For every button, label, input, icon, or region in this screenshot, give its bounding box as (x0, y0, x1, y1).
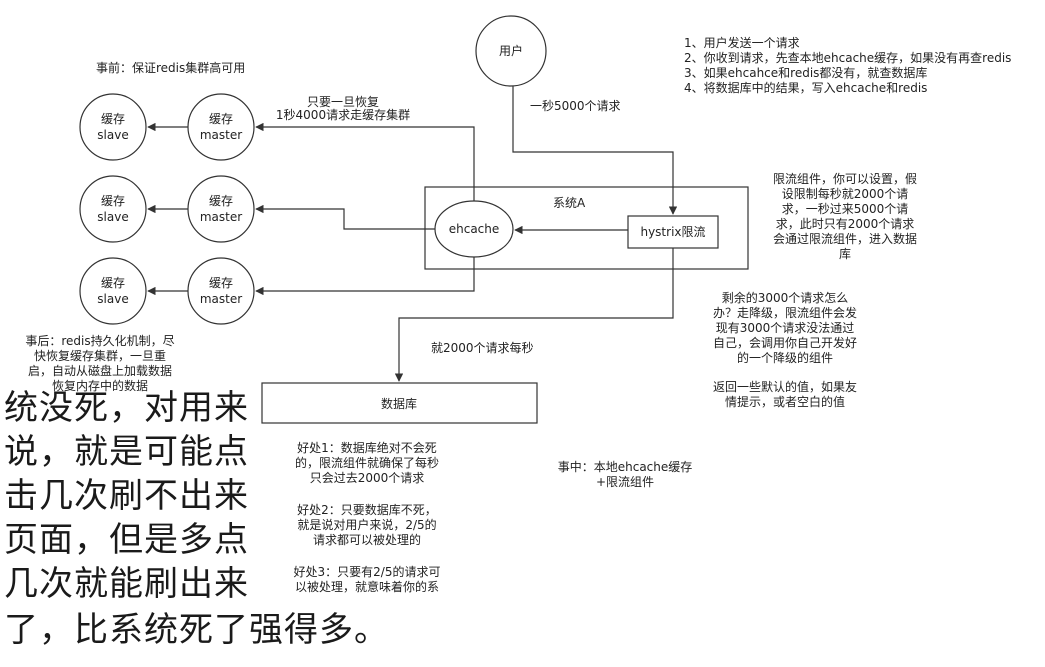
cache-slave-node: 缓存 slave (79, 175, 147, 243)
cache-master-label-2: master (200, 128, 242, 142)
cache-slave-label-2: slave (97, 128, 128, 142)
ehcache-label: ehcache (449, 222, 500, 236)
caption-line-6: 了，比系统死了强得多。 (4, 610, 389, 650)
benefit-3-line-2: 以被处理，就意味着你的系 (294, 580, 439, 594)
benefit-2-line-1: 好处2：只要数据库不死， (297, 503, 437, 517)
default-note-1: 返回一些默认的值，如果友 (712, 380, 857, 394)
benefit-1-line-3: 只会过去2000个请求 (309, 471, 425, 485)
cache-slave-node: 缓存 slave (79, 257, 147, 325)
degrade-note-2: 办？走降级，限流组件会发 (712, 306, 857, 320)
arrow-ehcache-to-master-mid (255, 204, 435, 230)
after-note-2: 快恢复缓存集群，一旦重 (33, 349, 166, 363)
arrow-hystrix-to-database (394, 248, 674, 382)
caption-mask (0, 607, 400, 667)
benefit-2-line-3: 请求都可以被处理的 (312, 533, 421, 547)
caption-line-2: 说，就是可能点 (4, 432, 249, 472)
arrow-ehcache-to-master-top (255, 122, 475, 201)
cache-master-label-1: 缓存 (209, 276, 233, 290)
cache-master-label-2: master (200, 292, 242, 306)
caption-line-4: 页面，但是多点 (4, 520, 249, 560)
step-2: 2、你收到请求，先查本地ehcache缓存，如果没有再查redis (684, 51, 1012, 65)
step-4: 4、将数据库中的结果，写入ehcache和redis (684, 81, 928, 95)
cache-master-label-1: 缓存 (209, 194, 233, 208)
cache-slave-label-1: 缓存 (101, 194, 125, 208)
rps-2000-label: 就2000个请求每秒 (431, 341, 534, 355)
benefit-1-line-2: 的，限流组件就确保了每秒 (294, 456, 439, 470)
arrow-user-to-hystrix (512, 86, 678, 215)
caption-mask (0, 392, 258, 607)
after-note-1: 事后：redis持久化机制，尽 (25, 334, 175, 348)
hystrix-box (627, 215, 719, 249)
limiter-note-3: 求，一秒过来5000个请 (781, 202, 909, 216)
recover-label-2: 1秒4000请求走缓存集群 (275, 108, 411, 122)
cache-slave-label-1: 缓存 (101, 276, 125, 290)
caption-line-1: 统没死，对用来 (4, 388, 249, 428)
cache-master-node: 缓存 master (187, 93, 255, 161)
degrade-note-4: 自己，会调用你自己开发好 (712, 336, 857, 350)
user-label: 用户 (499, 43, 523, 58)
before-title: 事前：保证redis集群高可用 (96, 61, 246, 75)
after-note-3: 启，自动从磁盘上加载数据 (27, 364, 172, 378)
cache-slave-label-1: 缓存 (101, 112, 125, 126)
arrow-ehcache-to-master-bottom (255, 257, 475, 296)
caption-line-5: 几次就能刷出来 (4, 564, 249, 604)
degrade-note-3: 现有3000个请求没法通过 (715, 321, 855, 335)
cache-master-node: 缓存 master (187, 175, 255, 243)
rps-5000-label: 一秒5000个请求 (530, 99, 621, 113)
system-a-label: 系统A (553, 196, 586, 210)
degrade-note-1: 剩余的3000个请求怎么 (721, 291, 849, 305)
limiter-note-6: 库 (838, 247, 851, 261)
default-note-2: 情提示，或者空白的值 (724, 395, 845, 409)
benefit-2-line-2: 就是说对用户来说，2/5的 (297, 518, 437, 532)
database-box (261, 382, 538, 424)
limiter-note-1: 限流组件，你可以设置，假 (772, 172, 917, 186)
after-note-4: 恢复内存中的数据 (51, 379, 148, 393)
cache-slave-label-2: slave (97, 292, 128, 306)
system-a-box (424, 186, 749, 270)
caption-line-3: 击几次刷不出来 (4, 476, 249, 516)
benefit-3-line-1: 好处3：只要有2/5的请求可 (293, 565, 441, 579)
step-1: 1、用户发送一个请求 (684, 36, 800, 50)
cache-master-label-1: 缓存 (209, 112, 233, 126)
step-3: 3、如果ehcahce和redis都没有，就查数据库 (684, 66, 928, 80)
cache-master-node: 缓存 master (187, 257, 255, 325)
database-label: 数据库 (381, 396, 417, 411)
cache-slave-label-2: slave (97, 210, 128, 224)
limiter-note-2: 设限制每秒就2000个请 (781, 187, 909, 201)
cache-slave-node: 缓存 slave (79, 93, 147, 161)
recover-label-1: 只要一旦恢复 (306, 95, 379, 109)
limiter-note-5: 会通过限流组件，进入数据 (772, 232, 917, 246)
during-note-2: +限流组件 (595, 475, 655, 489)
cache-master-label-2: master (200, 210, 242, 224)
hystrix-label: hystrix限流 (640, 225, 705, 239)
benefit-1-line-1: 好处1：数据库绝对不会死 (297, 441, 437, 455)
user-node (475, 15, 547, 87)
limiter-note-4: 求，此时只有2000个请求 (775, 217, 915, 231)
degrade-note-5: 的一个降级的组件 (736, 351, 833, 365)
during-note-1: 事中：本地ehcache缓存 (557, 460, 693, 474)
